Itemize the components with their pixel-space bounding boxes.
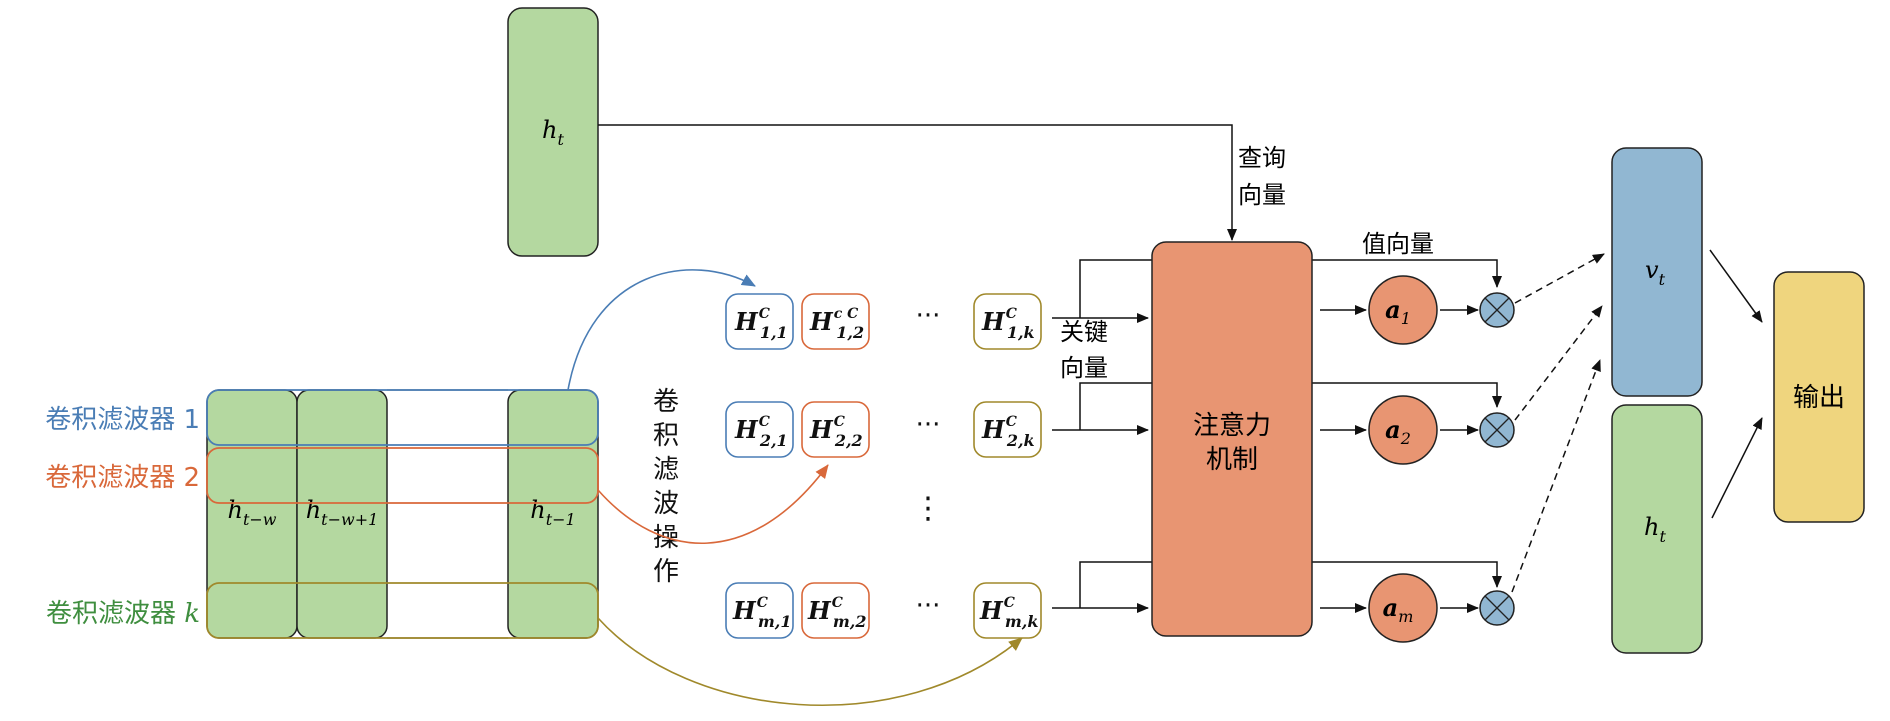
svg-text:ht: ht	[542, 116, 564, 149]
filter-1-outline	[206, 389, 599, 446]
conv-op-label: 卷 积 滤 波 操 作	[653, 387, 679, 587]
alpha-m: am	[1368, 573, 1438, 643]
hdots-row-1: ···	[916, 301, 941, 331]
multiply-2	[1479, 412, 1515, 448]
input-matrix: ht−w ht−w+1 ht−1	[206, 389, 599, 639]
filter-2-outline	[206, 447, 599, 504]
svg-text:am: am	[1383, 593, 1414, 626]
multiply-1	[1479, 292, 1515, 328]
filter-2-label: 卷积滤波器 2	[45, 463, 200, 493]
feature-maps	[725, 293, 1042, 639]
output-box: 输出	[1773, 271, 1865, 523]
query-label-2: 向量	[1238, 181, 1286, 209]
key-label-2: 向量	[1060, 354, 1108, 382]
attention-to-alpha	[1320, 305, 1367, 613]
ht-top-sub: t	[558, 130, 565, 149]
to-output-arrows	[1709, 249, 1763, 519]
ht-bottom-box: ht	[1611, 404, 1703, 654]
value-label: 值向量	[1362, 230, 1434, 258]
output-label: 输出	[1793, 383, 1845, 413]
multiply-to-vt	[1511, 253, 1605, 593]
hdots-row-m: ···	[916, 591, 941, 621]
filter-k-outline	[206, 582, 599, 639]
vdots: ⋮	[913, 491, 943, 526]
ht-top-base: h	[542, 116, 557, 144]
svg-text:滤: 滤	[653, 455, 679, 485]
attention-label-2: 机制	[1206, 445, 1258, 475]
svg-text:卷: 卷	[653, 387, 679, 417]
alpha-to-multiply	[1440, 305, 1479, 613]
query-connector	[598, 124, 1237, 241]
filter-k-label: 卷积滤波器 k	[46, 599, 200, 629]
attention-label-1: 注意力	[1193, 411, 1271, 441]
hdots-row-2: ···	[916, 410, 941, 440]
filter-2-arrow	[597, 464, 829, 544]
key-label-1: 关键	[1060, 318, 1108, 346]
filter-1-arrow	[567, 269, 756, 391]
alpha-2: a2	[1368, 395, 1438, 465]
vt-box: vt	[1611, 147, 1703, 397]
ht-top-box: ht	[507, 7, 599, 257]
svg-text:vt: vt	[1645, 256, 1666, 289]
svg-text:积: 积	[653, 421, 679, 451]
svg-text:a2: a2	[1385, 415, 1411, 448]
svg-text:波: 波	[653, 489, 679, 519]
alpha-1: a1	[1368, 275, 1438, 345]
filter-k-arrow	[597, 617, 1023, 706]
svg-text:a1: a1	[1385, 295, 1411, 328]
svg-text:ht: ht	[1644, 513, 1666, 546]
svg-text:作: 作	[653, 557, 679, 587]
query-label-1: 查询	[1238, 144, 1286, 172]
multiply-m	[1479, 590, 1515, 626]
filter-1-label: 卷积滤波器 1	[45, 405, 200, 435]
attention-block: 注意力 机制	[1151, 241, 1313, 637]
